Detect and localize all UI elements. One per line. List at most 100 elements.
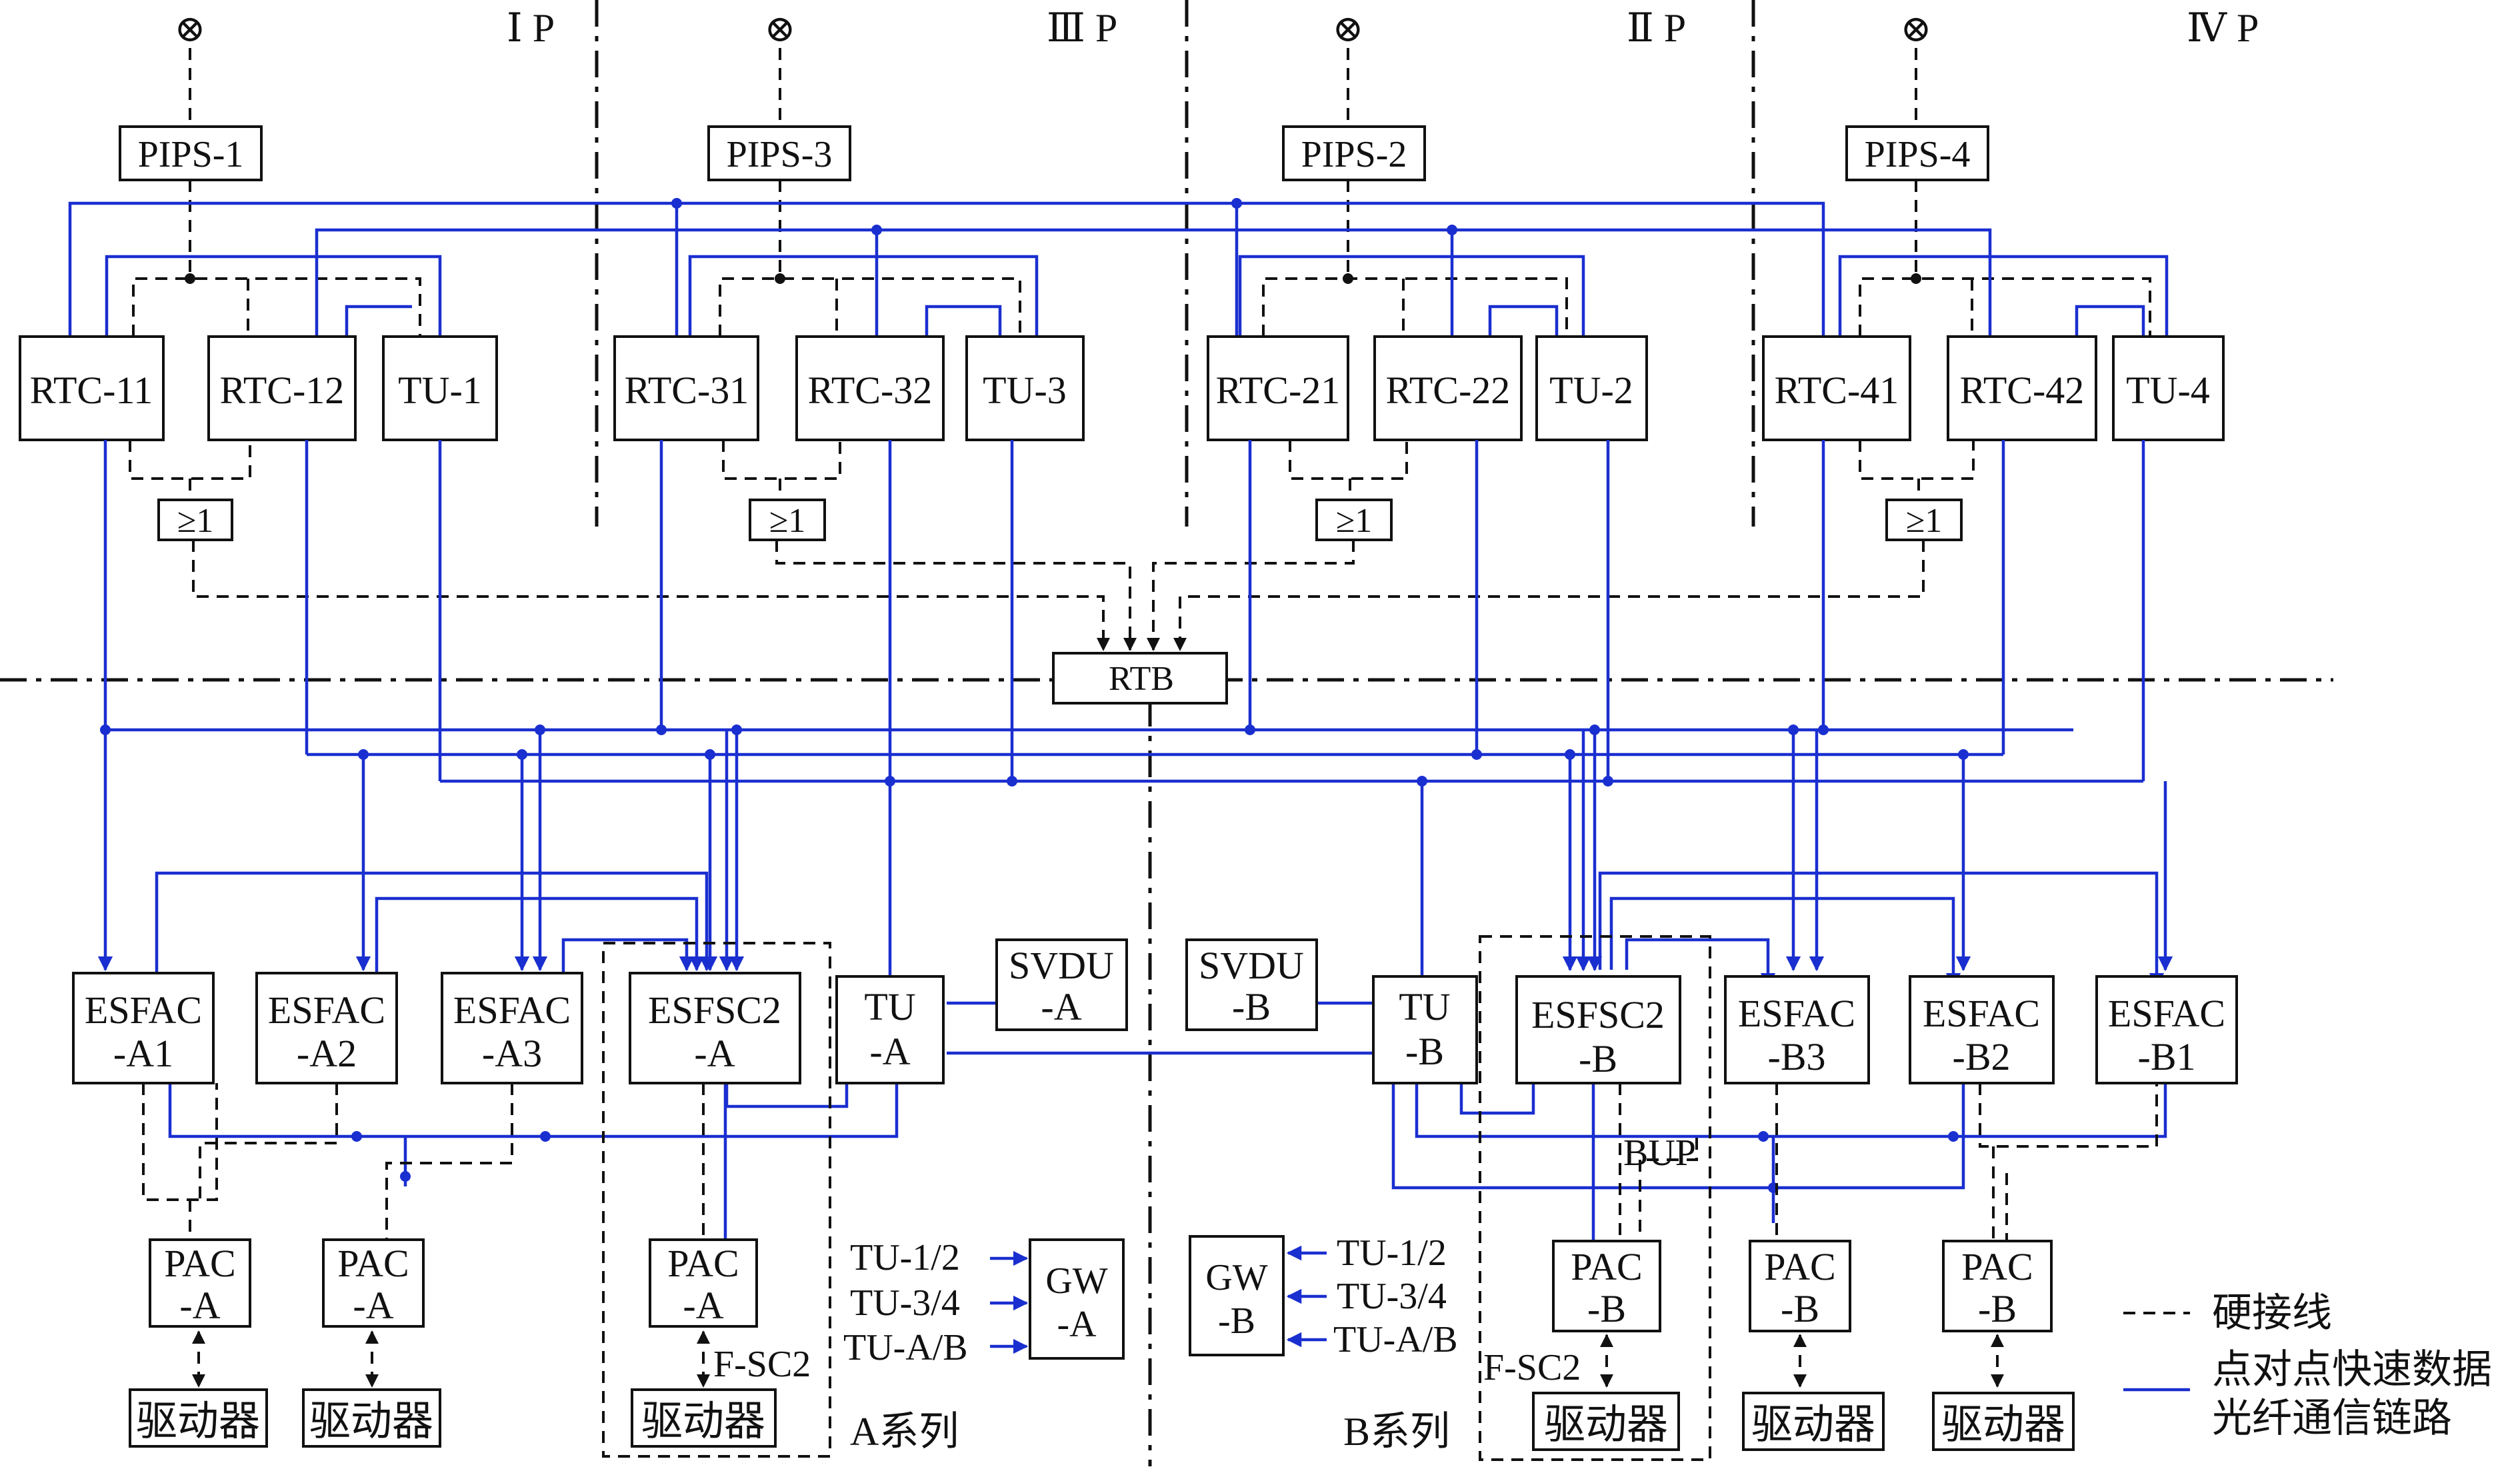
tu-a-box xyxy=(835,975,945,1084)
or-gate-1 xyxy=(157,499,233,541)
or-gate-4-label: ≥1 xyxy=(1906,502,1943,540)
svdu-a-box xyxy=(995,938,1128,1031)
f-sc2-a-label: F-SC2 xyxy=(713,1344,811,1385)
svdu-a-line1: SVDU xyxy=(1009,944,1114,987)
svdu-b-box xyxy=(1185,938,1318,1031)
pac-a-2-line1: PAC xyxy=(337,1242,409,1285)
fiber-top-loops xyxy=(68,198,2169,337)
or-gate-2-label: ≥1 xyxy=(1336,502,1373,540)
fiber-network xyxy=(97,440,2173,1246)
pips-box xyxy=(1282,125,1426,181)
or-gate-3-label: ≥1 xyxy=(769,502,806,540)
gw-a-line2: -A xyxy=(1057,1304,1097,1345)
esfac-b3-line2: -B3 xyxy=(1768,1035,1826,1078)
tu-3-box xyxy=(965,335,1085,441)
pips-label: PIPS-3 xyxy=(727,134,833,175)
gw-a-input-1: TU-1/2 xyxy=(850,1237,960,1278)
actuator-row: 驱动器 驱动器 驱动器 驱动器 驱动器 驱动器 xyxy=(129,1388,2075,1451)
pac-b-3-line2: -B xyxy=(1978,1287,2017,1330)
esfac-a1-line1: ESFAC xyxy=(85,988,202,1032)
gw-b-line2: -B xyxy=(1218,1300,1255,1342)
fiber-junctions xyxy=(100,725,1969,1193)
f-sc2-b-label: F-SC2 xyxy=(1483,1347,1581,1388)
rtc-11-label: RTC-11 xyxy=(30,369,153,412)
rtb-box xyxy=(1052,652,1228,705)
rtc-41-label: RTC-41 xyxy=(1775,369,1899,412)
pips-group-2: ⊗ PIPS-2 xyxy=(1282,9,1426,279)
rtc-22-box xyxy=(1373,335,1523,441)
esfsc2-a-box xyxy=(629,972,801,1084)
tu-b-line1: TU xyxy=(1399,985,1450,1028)
esf-row: ESFAC -A1 ESFAC -A2 ESFAC -A3 ESFSC2 -A … xyxy=(72,938,2238,1084)
svdu-a-line2: -A xyxy=(1041,985,1081,1028)
lamp-icon: ⊗ xyxy=(1901,9,1932,50)
hardwire-top xyxy=(132,273,2151,337)
esfac-a3-box xyxy=(441,972,583,1084)
lamp-icon: ⊗ xyxy=(765,9,796,50)
pips-label: PIPS-4 xyxy=(1865,134,1971,175)
f-sc2-a-enclosure xyxy=(602,942,831,1458)
hardwire-bottom xyxy=(142,1083,2158,1240)
actuator-6-box xyxy=(1932,1392,2075,1451)
partition-label-2: Ⅱ P xyxy=(1627,6,1686,50)
tu-b-line2: -B xyxy=(1405,1030,1444,1073)
pac-a-1-line1: PAC xyxy=(164,1242,236,1285)
esfac-b1-line1: ESFAC xyxy=(2108,992,2225,1035)
tu-1-label: TU-1 xyxy=(398,369,482,412)
pips-group-1: ⊗ PIPS-1 xyxy=(119,9,263,279)
pac-a-3-box xyxy=(649,1238,758,1328)
f-sc2-b-enclosure xyxy=(1479,935,1711,1461)
lamp-icon: ⊗ xyxy=(1333,9,1364,50)
esfsc2-a-line1: ESFSC2 xyxy=(648,988,781,1032)
pips-label: PIPS-2 xyxy=(1301,134,1407,175)
gw-a-input-2: TU-3/4 xyxy=(850,1282,960,1324)
pac-b-2-line2: -B xyxy=(1781,1287,1819,1330)
esfac-b3-line1: ESFAC xyxy=(1738,992,1855,1035)
gateways: TU-1/2 TU-3/4 TU-A/B GW -A GW -B TU-1/2 … xyxy=(843,1232,1458,1368)
actuator-links xyxy=(192,1330,2004,1388)
svdu-b-line1: SVDU xyxy=(1199,944,1304,987)
pips-group-3: ⊗ PIPS-3 xyxy=(707,9,851,279)
esfsc2-b-box xyxy=(1515,975,1681,1084)
actuator-1-label: 驱动器 xyxy=(136,1399,260,1444)
series-b-label: B系列 xyxy=(1343,1410,1450,1454)
rtc-11-box xyxy=(19,335,165,441)
pac-row: PAC -A PAC -A PAC -A PAC -B PAC -B PAC -… xyxy=(149,1238,2053,1332)
pac-a-2-box xyxy=(322,1238,425,1328)
pips-box xyxy=(1845,125,1989,181)
legend-hardwire-label: 硬接线 xyxy=(2212,1291,2332,1335)
pips-label: PIPS-1 xyxy=(138,134,244,175)
svdu-b-line2: -B xyxy=(1232,985,1271,1028)
esfsc2-a-line2: -A xyxy=(694,1032,735,1075)
esfac-a3-line1: ESFAC xyxy=(453,988,571,1032)
esfac-b1-box xyxy=(2095,975,2238,1084)
pac-a-3-line2: -A xyxy=(683,1284,723,1327)
rtc-32-box xyxy=(795,335,945,441)
enclosures xyxy=(602,935,1711,1461)
rtc-42-box xyxy=(1947,335,2097,441)
actuator-1-box xyxy=(129,1388,268,1448)
gw-b-input-2: TU-3/4 xyxy=(1337,1276,1447,1317)
actuator-3-box xyxy=(631,1388,777,1448)
rtc-22-label: RTC-22 xyxy=(1386,369,1511,412)
pips-section: ⊗ PIPS-1 ⊗ PIPS-3 ⊗ PIPS-2 ⊗ PIPS-4 xyxy=(119,9,1989,279)
actuator-6-label: 驱动器 xyxy=(1941,1402,2065,1448)
bup-label: BUP xyxy=(1623,1132,1696,1174)
pips-box xyxy=(119,125,263,181)
pac-b-3-line1: PAC xyxy=(1961,1245,2033,1288)
esfac-a3-line2: -A3 xyxy=(482,1032,542,1075)
gw-b-input-1: TU-1/2 xyxy=(1337,1232,1447,1274)
esfac-a2-line2: -A2 xyxy=(297,1032,357,1075)
rtc-12-box xyxy=(207,335,357,441)
gw-b-line1: GW xyxy=(1205,1257,1267,1298)
esfac-a1-box xyxy=(72,972,215,1084)
tu-1-box xyxy=(382,335,498,441)
gw-b-input-3: TU-A/B xyxy=(1333,1319,1458,1360)
esfac-b3-box xyxy=(1724,975,1870,1084)
tu-a-line1: TU xyxy=(864,985,915,1028)
tu-3-label: TU-3 xyxy=(983,369,1067,412)
esfac-b2-line2: -B2 xyxy=(1953,1035,2011,1078)
gw-a-input-3: TU-A/B xyxy=(843,1327,968,1368)
tu-b-box xyxy=(1372,975,1478,1084)
